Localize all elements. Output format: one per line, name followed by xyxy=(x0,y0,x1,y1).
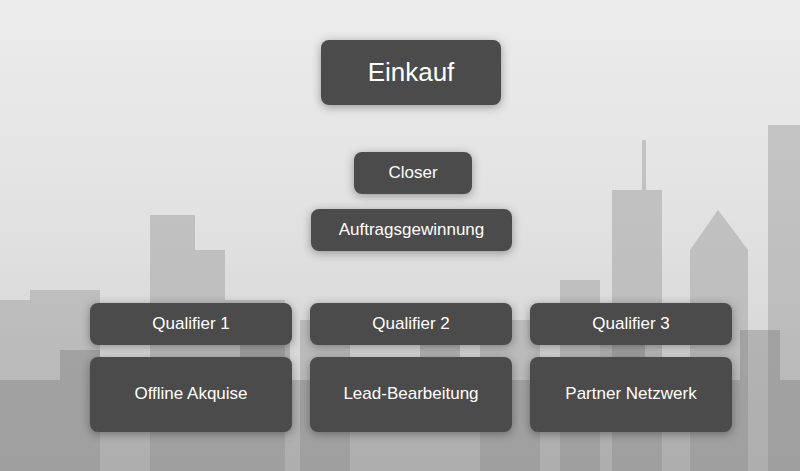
node-label: Partner Netzwerk xyxy=(565,384,696,404)
task-box: Offline Akquise xyxy=(90,357,292,432)
role-box: Closer xyxy=(354,152,472,194)
node-label: Lead-Bearbeitung xyxy=(343,384,478,404)
node-label: Einkauf xyxy=(368,57,455,88)
node-label: Qualifier 1 xyxy=(152,314,229,334)
role-box: Qualifier 1 xyxy=(90,303,292,345)
node-label: Auftragsgewinnung xyxy=(339,220,485,240)
task-box: Auftragsgewinnung xyxy=(311,209,512,251)
role-box: Qualifier 3 xyxy=(530,303,732,345)
task-box: Partner Netzwerk xyxy=(530,357,732,432)
node-label: Offline Akquise xyxy=(134,384,247,404)
node-label: Closer xyxy=(388,163,437,183)
task-box: Lead-Bearbeitung xyxy=(310,357,512,432)
department-box: Einkauf xyxy=(321,40,501,105)
node-label: Qualifier 2 xyxy=(372,314,449,334)
role-box: Qualifier 2 xyxy=(310,303,512,345)
node-label: Qualifier 3 xyxy=(592,314,669,334)
